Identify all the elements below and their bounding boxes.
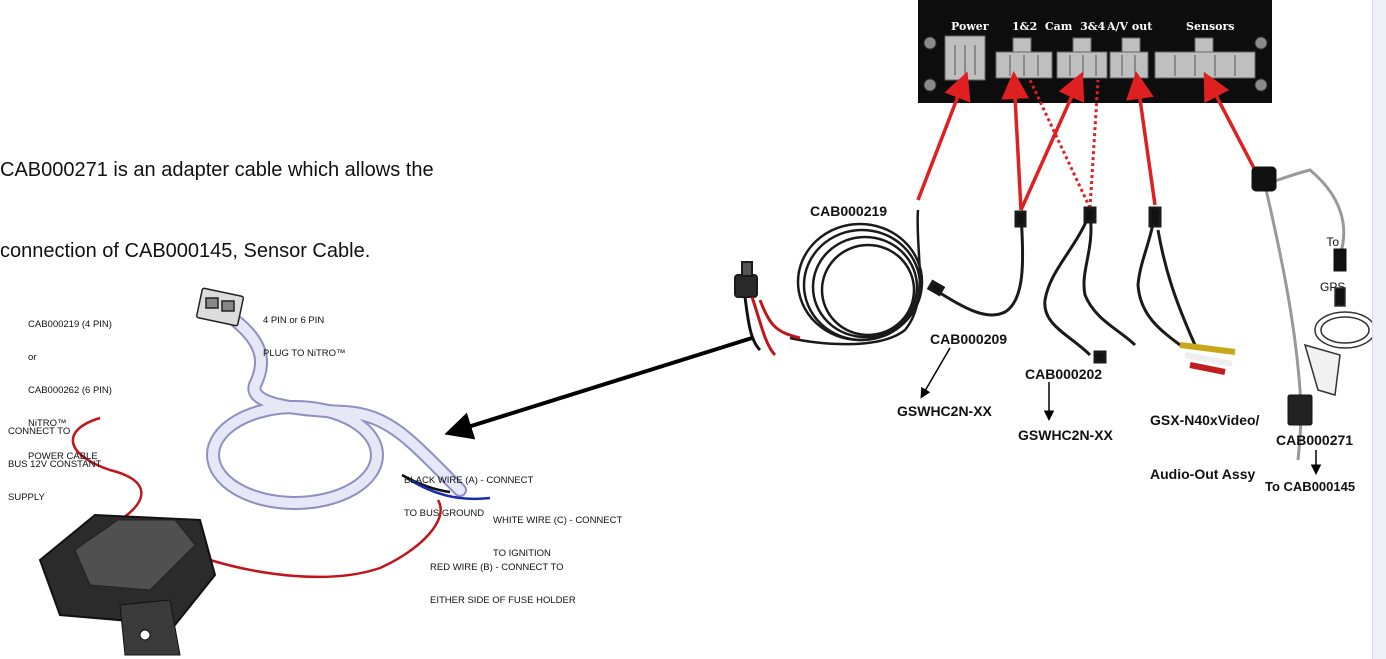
cab000209-label: CAB000209	[930, 331, 1008, 347]
cab000271-target-label: To CAB000145	[1265, 479, 1356, 494]
panel-screws	[923, 36, 1268, 92]
inline-fuse-holder	[38, 513, 217, 656]
cab000219-coil	[789, 209, 924, 346]
red-wire-label: RED WIRE (B) - CONNECT TO EITHER SIDE OF…	[430, 562, 576, 606]
fuse-wires	[743, 296, 801, 357]
intro-text: CAB000271 is an adapter cable which allo…	[0, 103, 434, 292]
gsx-label: GSX-N40xVideo/ Audio-Out Assy	[1150, 412, 1260, 482]
cab000271-label: CAB000271	[1276, 432, 1354, 448]
pointer-arrow	[444, 336, 753, 440]
cab000202-target-label: GSWHC2N-XX	[1018, 427, 1113, 443]
intro-line-1: CAB000271 is an adapter cable which allo…	[0, 159, 434, 181]
label-arrows	[920, 347, 1322, 475]
gps-antenna	[1303, 287, 1376, 396]
gsx-av-cable	[1136, 206, 1236, 375]
vertical-scrollbar[interactable]	[1372, 0, 1386, 659]
gps-label: To GPS	[1320, 235, 1346, 294]
panel-header-cam: 1&2 Cam 3&4	[1012, 20, 1106, 33]
cable-name-label: CAB000219 (4 PIN) or CAB000262 (6 PIN) N…	[28, 319, 112, 462]
black-wire-label: BLACK WIRE (A) - CONNECT TO BUS GROUND	[404, 475, 534, 519]
fuse-holder	[734, 261, 758, 298]
cab000209-cable	[926, 210, 1027, 317]
panel-header-av-out: A/V out	[1107, 20, 1153, 33]
panel-arrows	[916, 71, 1258, 211]
supply-label: CONNECT TO BUS 12V CONSTANT SUPPLY	[8, 426, 102, 503]
cab000202-label: CAB000202	[1025, 366, 1103, 382]
white-wire-label: WHITE WIRE (C) - CONNECT TO IGNITION	[493, 515, 623, 559]
panel-header-power: Power	[951, 20, 989, 33]
connector-panel	[918, 0, 1272, 103]
plug-label: 4 PIN or 6 PIN PLUG TO NiTRO™	[263, 315, 346, 359]
cab000271-connector	[1287, 394, 1313, 426]
panel-header-sensors: Sensors	[1186, 20, 1235, 33]
intro-line-2: connection of CAB000145, Sensor Cable.	[0, 240, 371, 262]
cab000209-target-label: GSWHC2N-XX	[897, 403, 992, 419]
cab000219-label: CAB000219	[810, 203, 888, 219]
power-harness	[38, 287, 491, 656]
cab000202-cable	[1043, 206, 1137, 364]
sensor-cable	[1251, 166, 1347, 461]
nitro-plug	[195, 287, 245, 327]
